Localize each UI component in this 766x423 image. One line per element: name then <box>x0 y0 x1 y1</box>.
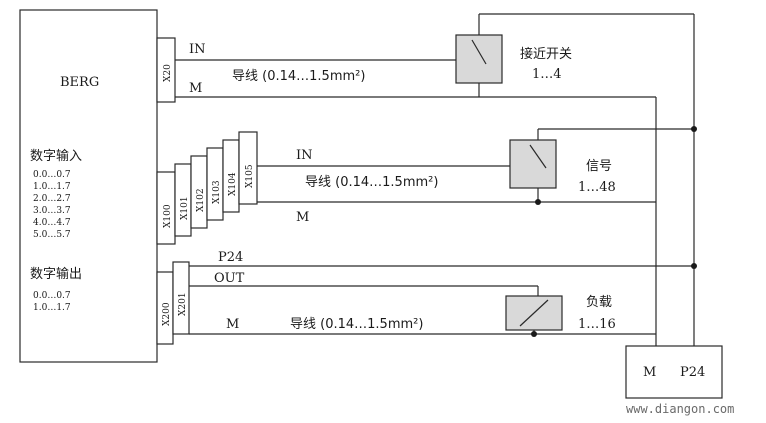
connector-x103-label: X103 <box>212 180 222 204</box>
wire-in-2-label: IN <box>296 148 313 163</box>
load-coil <box>519 299 549 327</box>
load-junction <box>531 331 537 337</box>
connector-x102-label: X102 <box>196 188 206 212</box>
wire-in-1-label: IN <box>189 42 206 57</box>
connector-x20 <box>156 37 176 103</box>
digital-input-range: 4.0…4.7 <box>33 218 71 228</box>
digital-input-range: 0.0…0.7 <box>33 170 71 180</box>
wire-m-3-label: M <box>226 317 239 332</box>
signal-range: 1…48 <box>578 180 616 195</box>
wire-m-1-label: M <box>189 81 202 96</box>
load-label: 负载 <box>586 295 612 310</box>
berg-controller-block <box>19 9 158 363</box>
load-range: 1…16 <box>578 317 616 332</box>
signal-symbol <box>509 139 557 189</box>
connector-x105-label: X105 <box>245 164 255 188</box>
connector-x105 <box>238 131 258 205</box>
connector-x100-label: X100 <box>163 204 173 228</box>
proximity-switch-symbol <box>455 34 503 84</box>
p24-junction-signal <box>691 126 697 132</box>
wire-p24-label: P24 <box>218 250 243 265</box>
power-supply-m-label: M <box>643 365 656 380</box>
wire-m-2-label: M <box>296 210 309 225</box>
connector-x101-label: X101 <box>180 196 190 220</box>
digital-input-range: 2.0…2.7 <box>33 194 71 204</box>
wire-out-label: OUT <box>214 271 245 286</box>
digital-input-range: 1.0…1.7 <box>33 182 71 192</box>
proximity-switch-range: 1…4 <box>532 67 562 82</box>
digital-output-title: 数字输出 <box>30 266 82 282</box>
watermark: www.diangon.com <box>626 402 734 416</box>
digital-input-range: 3.0…3.7 <box>33 206 71 216</box>
signal-contact <box>529 144 547 169</box>
digital-output-range: 0.0…0.7 <box>33 291 71 301</box>
proximity-switch-contact <box>471 39 487 65</box>
connector-x201-label: X201 <box>178 292 188 316</box>
signal-junction <box>535 199 541 205</box>
power-supply-block <box>625 345 723 399</box>
digital-input-title: 数字输入 <box>30 148 82 164</box>
connector-x200-label: X200 <box>162 302 172 326</box>
p24-junction-output <box>691 263 697 269</box>
wire-spec-2: 导线 (0.14…1.5mm²) <box>305 175 438 190</box>
digital-output-range: 1.0…1.7 <box>33 303 71 313</box>
digital-input-range: 5.0…5.7 <box>33 230 71 240</box>
controller-name: BERG <box>60 75 99 90</box>
wire-spec-3: 导线 (0.14…1.5mm²) <box>290 317 423 332</box>
connector-x20-label: X20 <box>163 64 173 82</box>
connector-x104-label: X104 <box>228 172 238 196</box>
power-supply-p24-label: P24 <box>680 365 705 380</box>
wire-spec-1: 导线 (0.14…1.5mm²) <box>232 69 365 84</box>
signal-label: 信号 <box>586 159 612 174</box>
proximity-switch-label: 接近开关 <box>520 46 572 62</box>
connector-x201 <box>172 261 190 335</box>
